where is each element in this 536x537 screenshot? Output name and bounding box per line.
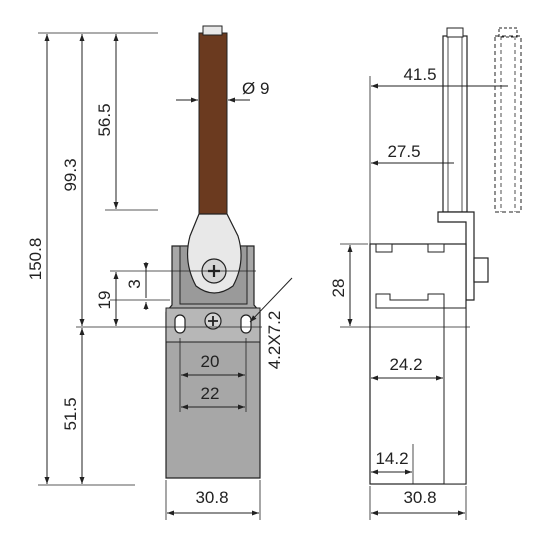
side-head-top — [375, 243, 393, 253]
dim-hole-spacing-outer: 22 — [201, 384, 220, 403]
side-nut — [473, 257, 489, 283]
lever-arm — [186, 213, 242, 294]
mount-slot-left — [174, 314, 186, 334]
dim-upper-height: 99.3 — [61, 158, 80, 191]
dim-arm-reach: 41.5 — [403, 65, 436, 84]
dim-slot-size: 4.2X7.2 — [265, 311, 284, 370]
dim-body-depth: 24.2 — [389, 355, 422, 374]
dim-front-width: 30.8 — [195, 488, 228, 507]
side-head-step — [375, 293, 445, 309]
dim-offset-mid: 19 — [95, 291, 114, 310]
front-view: 150.8 99.3 56.5 19 3 51.5 Ø 9 20 22 4.2X — [26, 25, 293, 520]
dim-side-width: 30.8 — [403, 488, 436, 507]
dim-head-height: 28 — [329, 279, 348, 298]
side-head-top-2 — [427, 243, 445, 253]
dim-rod-diameter: Ø 9 — [242, 79, 269, 98]
dim-base-depth: 14.2 — [375, 449, 408, 468]
rod-tip — [202, 25, 223, 36]
dim-rod-length: 56.5 — [95, 103, 114, 136]
alt-rod-position — [494, 35, 522, 213]
dim-arm-offset: 27.5 — [387, 142, 420, 161]
mount-slot-right — [240, 314, 252, 334]
side-rod-tip — [446, 27, 464, 38]
side-rod — [442, 35, 468, 213]
dim-hole-spacing-inner: 20 — [201, 352, 220, 371]
side-view: 41.5 27.5 28 24.2 14.2 30.8 — [329, 27, 522, 520]
dim-lower-height: 51.5 — [61, 397, 80, 430]
side-base-plate — [443, 307, 467, 485]
actuator-rod — [198, 32, 228, 219]
dim-offset-small: 3 — [125, 279, 144, 288]
dim-total-height: 150.8 — [26, 238, 45, 281]
